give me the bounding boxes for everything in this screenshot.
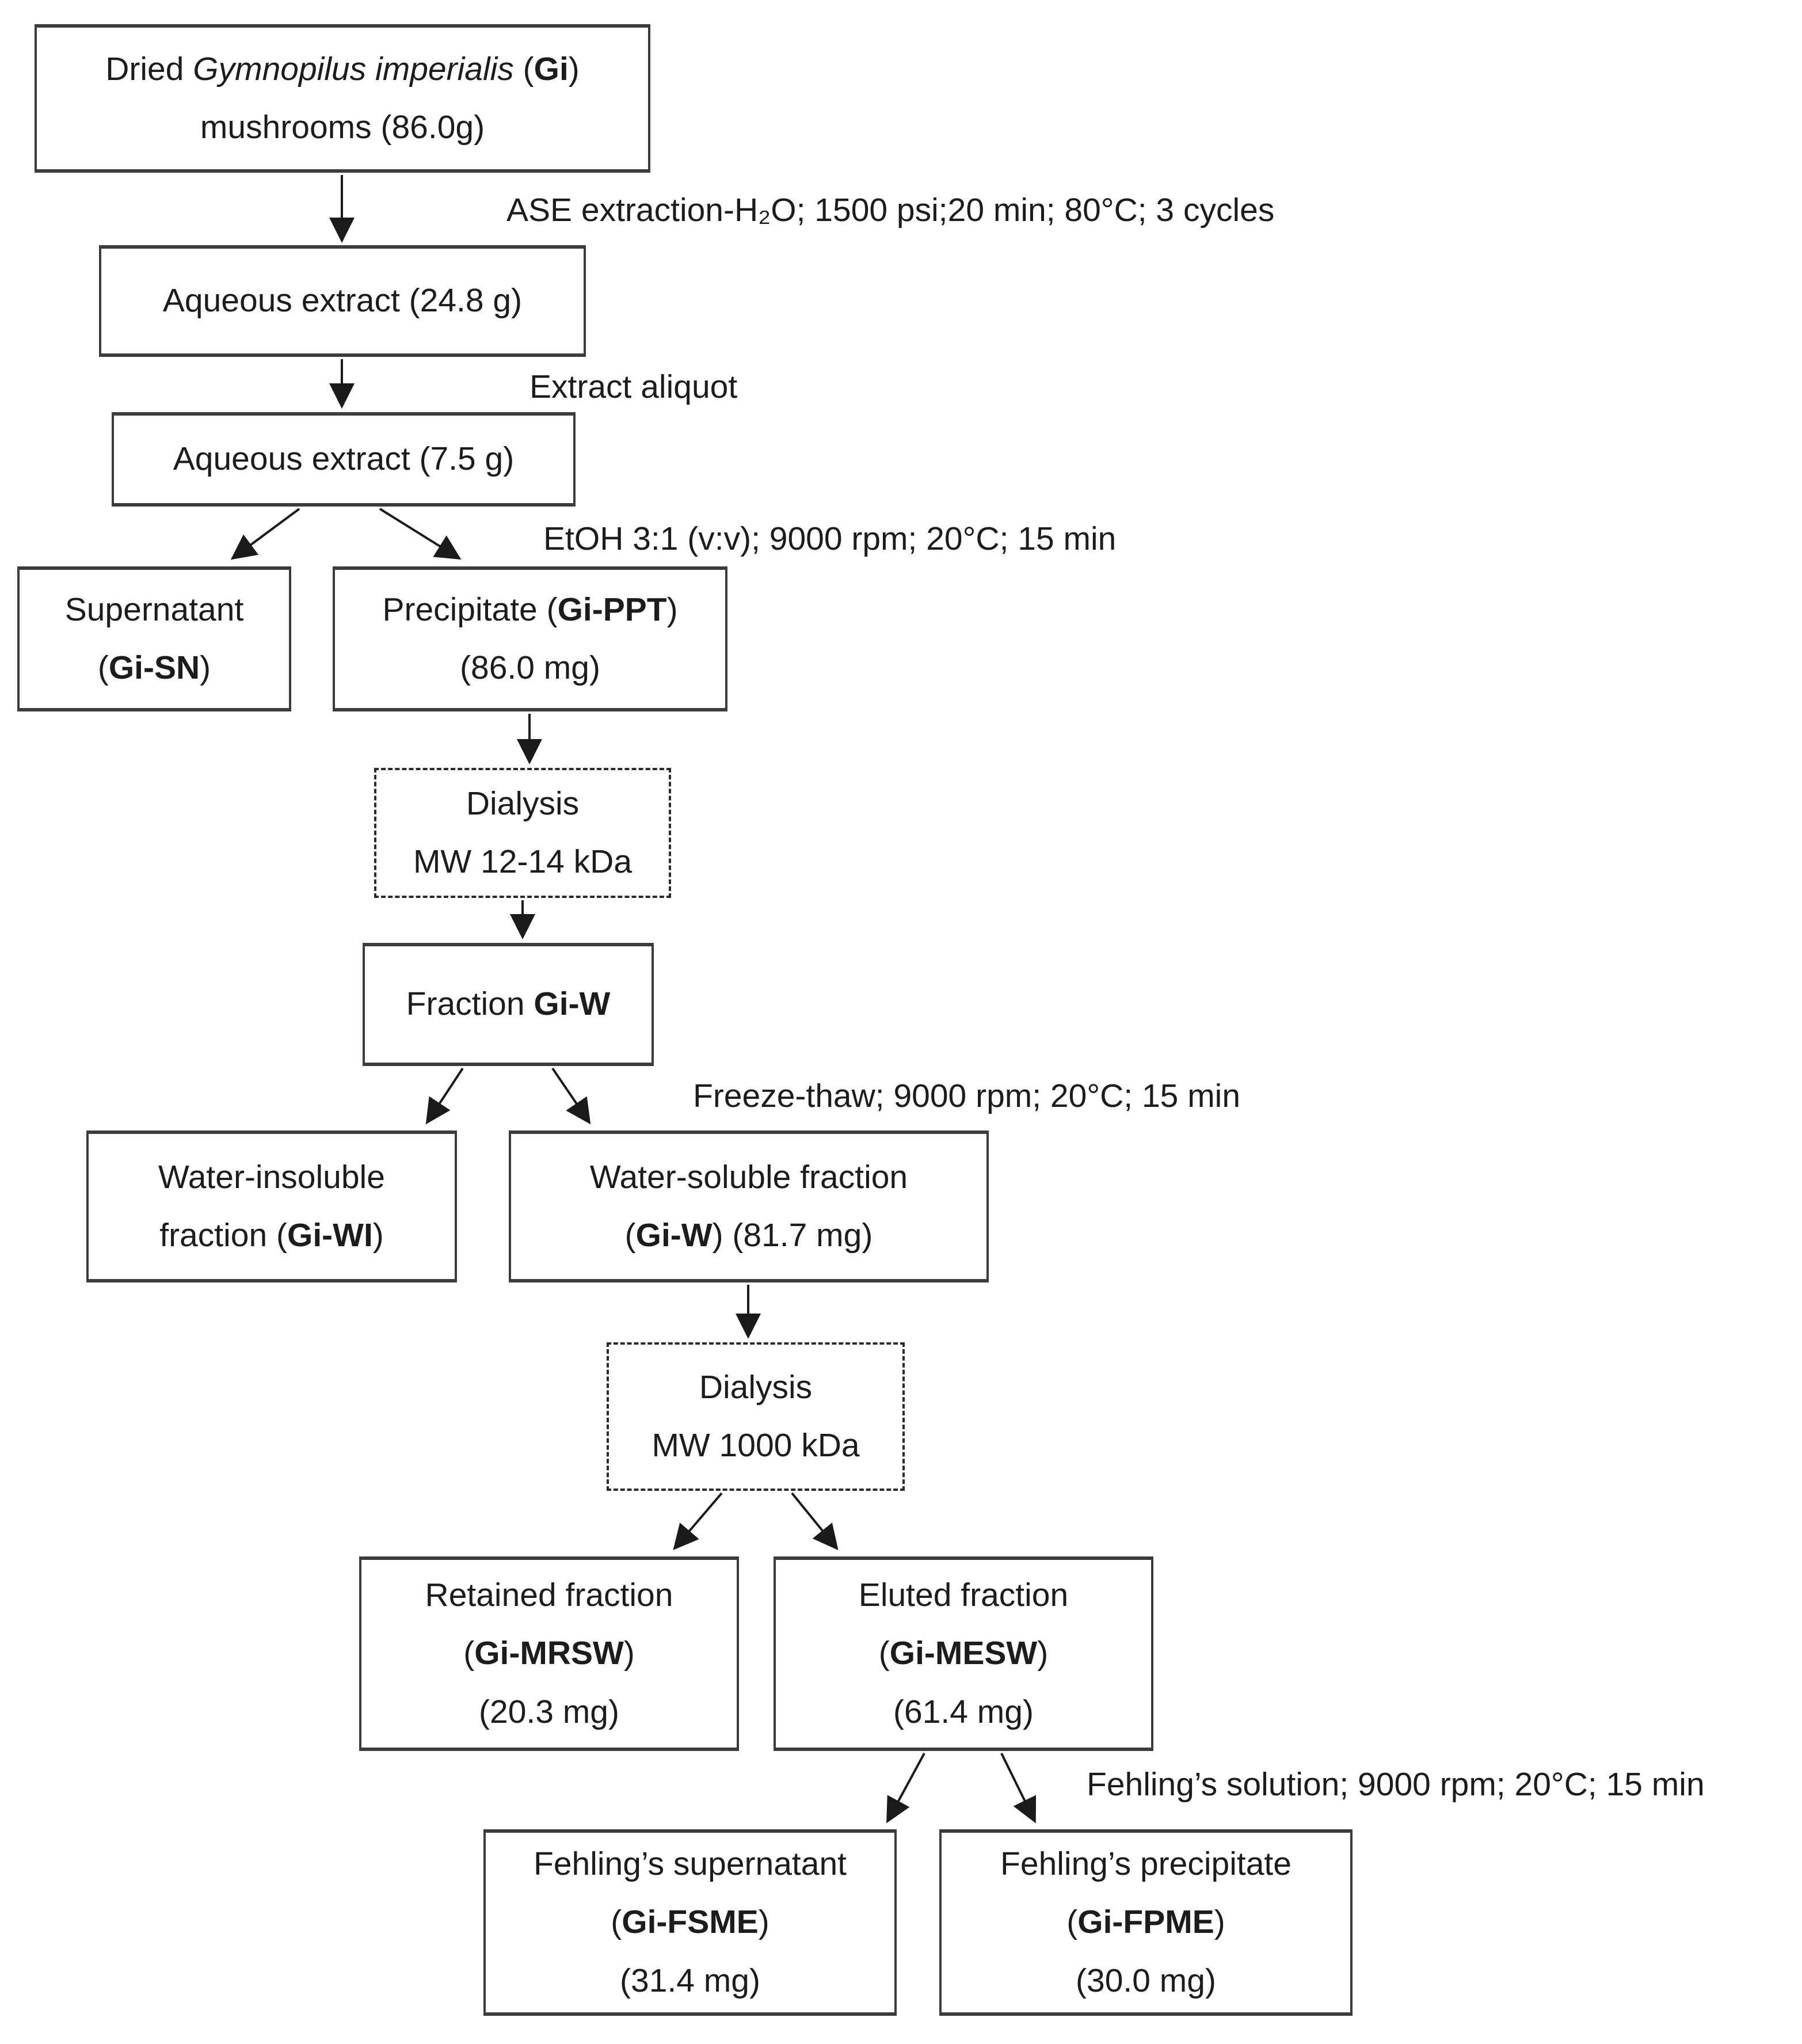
node-text-line: (Gi-SN) [97, 649, 211, 686]
arrow-eluted-to-fehling-supernatant [886, 1753, 925, 1824]
arrow-eluted-to-fehling-precipitate [1000, 1753, 1037, 1824]
arrow-aliquot-to-precipitate [379, 508, 462, 560]
node-text-line: (Gi-FPME) [1066, 1904, 1225, 1941]
process-label-extract-aliquot: Extract aliquot [529, 368, 738, 405]
node-text-line: Aqueous extract (24.8 g) [162, 282, 523, 319]
process-label-etoh: EtOH 3:1 (v:v); 9000 rpm; 20°C; 15 min [543, 520, 1117, 557]
node-text-line: (31.4 mg) [620, 1962, 760, 1999]
process-label-freeze-thaw: Freeze-thaw; 9000 rpm; 20°C; 15 min [693, 1078, 1241, 1114]
node-aqueous-extract-24-8g: Aqueous extract (24.8 g) [99, 245, 586, 357]
node-text-line: (Gi-W) (81.7 mg) [624, 1217, 873, 1254]
node-text-line: (Gi-MESW) [878, 1635, 1049, 1672]
node-dried-mushrooms: Dried Gymnopilus imperialis (Gi) mushroom… [35, 24, 650, 173]
node-water-soluble-gi-w: Water-soluble fraction (Gi-W) (81.7 mg) [509, 1131, 989, 1282]
node-text-line: Retained fraction [425, 1576, 673, 1613]
node-text-line: (86.0 mg) [460, 649, 600, 686]
node-text-line: fraction (Gi-WI) [159, 1217, 384, 1254]
node-text-line: Water-insoluble [158, 1158, 385, 1196]
node-text-line: Water-soluble fraction [589, 1158, 908, 1196]
node-retained-gi-mrsw: Retained fraction (Gi-MRSW) (20.3 mg) [359, 1556, 739, 1751]
node-text-line: Dried Gymnopilus imperialis (Gi) [105, 50, 580, 87]
arrow-dialysis-1000-to-retained [673, 1492, 723, 1551]
node-fehlings-supernatant-gi-fsme: Fehling’s supernatant (Gi-FSME) (31.4 mg) [483, 1829, 897, 2016]
node-text-line: Fraction Gi-W [406, 985, 611, 1023]
node-aqueous-extract-7-5g: Aqueous extract (7.5 g) [112, 412, 576, 507]
arrow-dialysis-1000-to-eluted [791, 1492, 839, 1551]
node-text-line: (Gi-MRSW) [463, 1635, 635, 1672]
node-text-line: Fehling’s precipitate [1000, 1845, 1292, 1882]
node-text-line: Precipitate (Gi-PPT) [382, 591, 678, 628]
node-text-line: Eluted fraction [858, 1576, 1069, 1613]
node-text-line: Dialysis [466, 785, 580, 822]
process-label-fehlings-solution: Fehling’s solution; 9000 rpm; 20°C; 15 m… [1087, 1766, 1705, 1803]
node-text-line: (30.0 mg) [1076, 1962, 1216, 1999]
node-text-line: (20.3 mg) [479, 1693, 619, 1730]
node-text-line: Supernatant [64, 591, 244, 628]
node-supernatant-gi-sn: Supernatant (Gi-SN) [17, 566, 291, 711]
node-dialysis-mw-1000: Dialysis MW 1000 kDa [607, 1342, 905, 1491]
node-eluted-gi-mesw: Eluted fraction (Gi-MESW) (61.4 mg) [774, 1556, 1153, 1751]
node-water-insoluble-gi-wi: Water-insoluble fraction (Gi-WI) [86, 1131, 457, 1282]
node-text-line: MW 12-14 kDa [413, 843, 633, 880]
node-text-line: Fehling’s supernatant [534, 1845, 847, 1882]
node-fraction-gi-w: Fraction Gi-W [363, 943, 654, 1066]
node-text-line: (61.4 mg) [893, 1693, 1034, 1730]
node-text-line: Aqueous extract (7.5 g) [173, 440, 515, 478]
node-fehlings-precipitate-gi-fpme: Fehling’s precipitate (Gi-FPME) (30.0 mg) [939, 1829, 1353, 2016]
process-label-ase-extraction: ASE extraction-H₂O; 1500 psi;20 min; 80°… [506, 192, 1275, 229]
node-text-line: mushrooms (86.0g) [200, 109, 485, 146]
arrow-fraction-to-water-insoluble [425, 1067, 464, 1125]
node-text-line: Dialysis [699, 1368, 813, 1406]
node-dialysis-mw-12-14: Dialysis MW 12-14 kDa [374, 768, 671, 898]
arrow-aliquot-to-supernatant [230, 508, 300, 560]
node-text-line: (Gi-FSME) [611, 1904, 769, 1941]
node-precipitate-gi-ppt: Precipitate (Gi-PPT) (86.0 mg) [333, 566, 727, 711]
node-text-line: MW 1000 kDa [652, 1427, 860, 1464]
arrow-fraction-to-water-soluble [551, 1067, 591, 1125]
